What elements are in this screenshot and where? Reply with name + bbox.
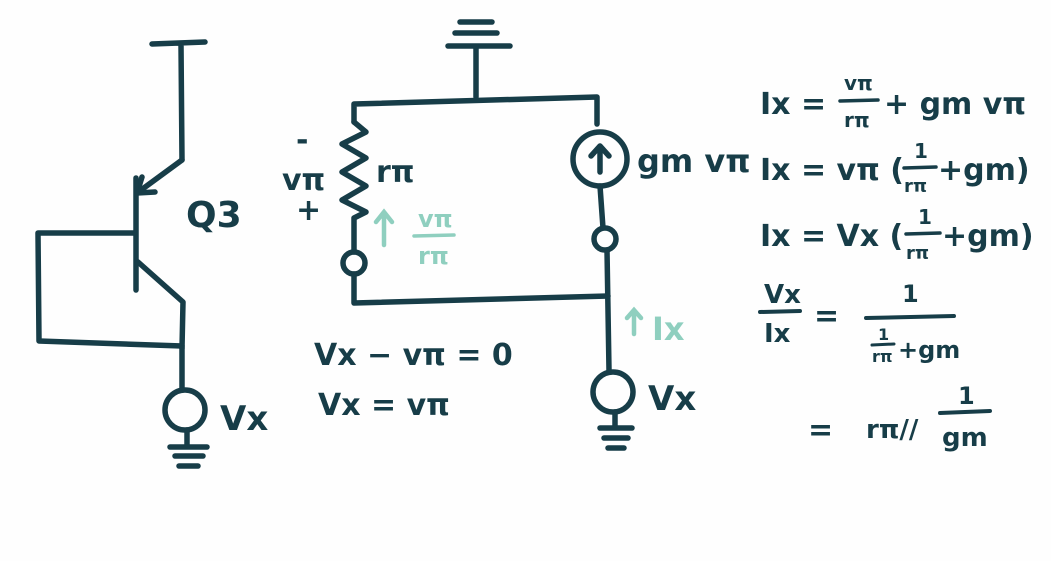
vx-label-mid: Vx — [648, 379, 696, 419]
base-collector-short — [35, 230, 185, 349]
current-source-lead — [597, 183, 606, 231]
current-source-arrow-icon — [588, 143, 612, 175]
bottom-rail — [351, 271, 611, 306]
gm-vpi-label: gm vπ — [637, 142, 751, 180]
rpi-current-numerator: vπ — [418, 205, 453, 233]
node-gm-bottom — [591, 225, 619, 253]
derivation: Ix = vπ rπ + gm vπ Ix = vπ ( 1 rπ +gm) I… — [758, 71, 1034, 453]
eq3-num: 1 — [918, 205, 932, 229]
eq4-equals: = — [814, 299, 839, 334]
rpi-current-arrow-icon — [373, 208, 395, 248]
eq2-lhs: Ix = vπ ( — [760, 153, 904, 188]
rpi-current-fraction-bar — [412, 233, 456, 238]
transistor-label: Q3 — [186, 195, 242, 236]
small-signal-circuit: - vπ + rπ gm vπ vπ rπ Ix Vx Vx − vπ = 0 … — [282, 19, 751, 451]
vpi-plus-label: + — [296, 193, 321, 228]
emitter-lead — [135, 259, 186, 351]
ix-arrow-icon — [624, 306, 644, 337]
rpi-label: rπ — [376, 155, 415, 190]
eq4-rhs-den-num: 1 — [878, 325, 889, 344]
eq3-rhs: +gm) — [942, 219, 1034, 254]
eq4-rhs-bar — [864, 314, 956, 320]
eq5-equals: = — [808, 413, 833, 448]
kvl-equation-2: Vx = vπ — [318, 388, 450, 423]
eq4-ratio-bar — [758, 309, 802, 314]
eq4-rhs-den-rest: +gm — [898, 336, 960, 364]
eq1-num: vπ — [844, 71, 873, 95]
eq3-den: rπ — [906, 243, 929, 264]
ground-icon — [167, 427, 210, 469]
eq4-ratio-num: Vx — [764, 280, 801, 310]
ix-label: Ix — [652, 310, 685, 348]
top-ground-icon — [445, 19, 513, 100]
eq2-fraction-bar — [902, 165, 938, 170]
kvl-equation-1: Vx − vπ = 0 — [314, 338, 513, 373]
eq4-rhs-den-den: rπ — [872, 347, 893, 366]
vx-label-left: Vx — [220, 399, 268, 439]
eq3-fraction-bar — [904, 231, 942, 236]
bottom-ground-icon — [597, 409, 635, 451]
eq5-lhs: rπ// — [866, 415, 919, 445]
collector-terminal — [149, 39, 208, 163]
vpi-voltage-label: vπ — [282, 163, 325, 198]
eq3-lhs: Ix = Vx ( — [760, 219, 903, 254]
eq2-rhs: +gm) — [938, 153, 1030, 188]
voltage-source-vx-mid — [590, 369, 636, 415]
eq1-lhs: Ix = — [760, 87, 826, 122]
eq2-num: 1 — [914, 139, 928, 163]
collector-lead — [134, 157, 185, 196]
eq1-den: rπ — [844, 108, 870, 132]
eq1-rhs: + gm vπ — [884, 87, 1026, 122]
eq2-den: rπ — [904, 176, 927, 197]
voltage-source-vx — [162, 387, 208, 433]
eq1-fraction-bar — [838, 98, 880, 103]
eq4-rhs-den-bar — [870, 342, 896, 347]
eq4-rhs-num: 1 — [902, 280, 919, 308]
eq5-den: gm — [942, 423, 988, 453]
eq5-fraction-bar — [938, 409, 992, 415]
top-rail — [351, 94, 600, 127]
rpi-current-denominator: rπ — [418, 242, 449, 270]
right-lead — [604, 247, 612, 373]
bjt-circuit: Q3 Vx — [35, 39, 268, 469]
resistor-r-pi — [339, 119, 369, 255]
eq4-ratio-den: Ix — [764, 319, 791, 349]
eq5-num: 1 — [958, 382, 975, 410]
vpi-minus-label: - — [296, 123, 308, 158]
node-rpi-bottom — [340, 249, 368, 277]
